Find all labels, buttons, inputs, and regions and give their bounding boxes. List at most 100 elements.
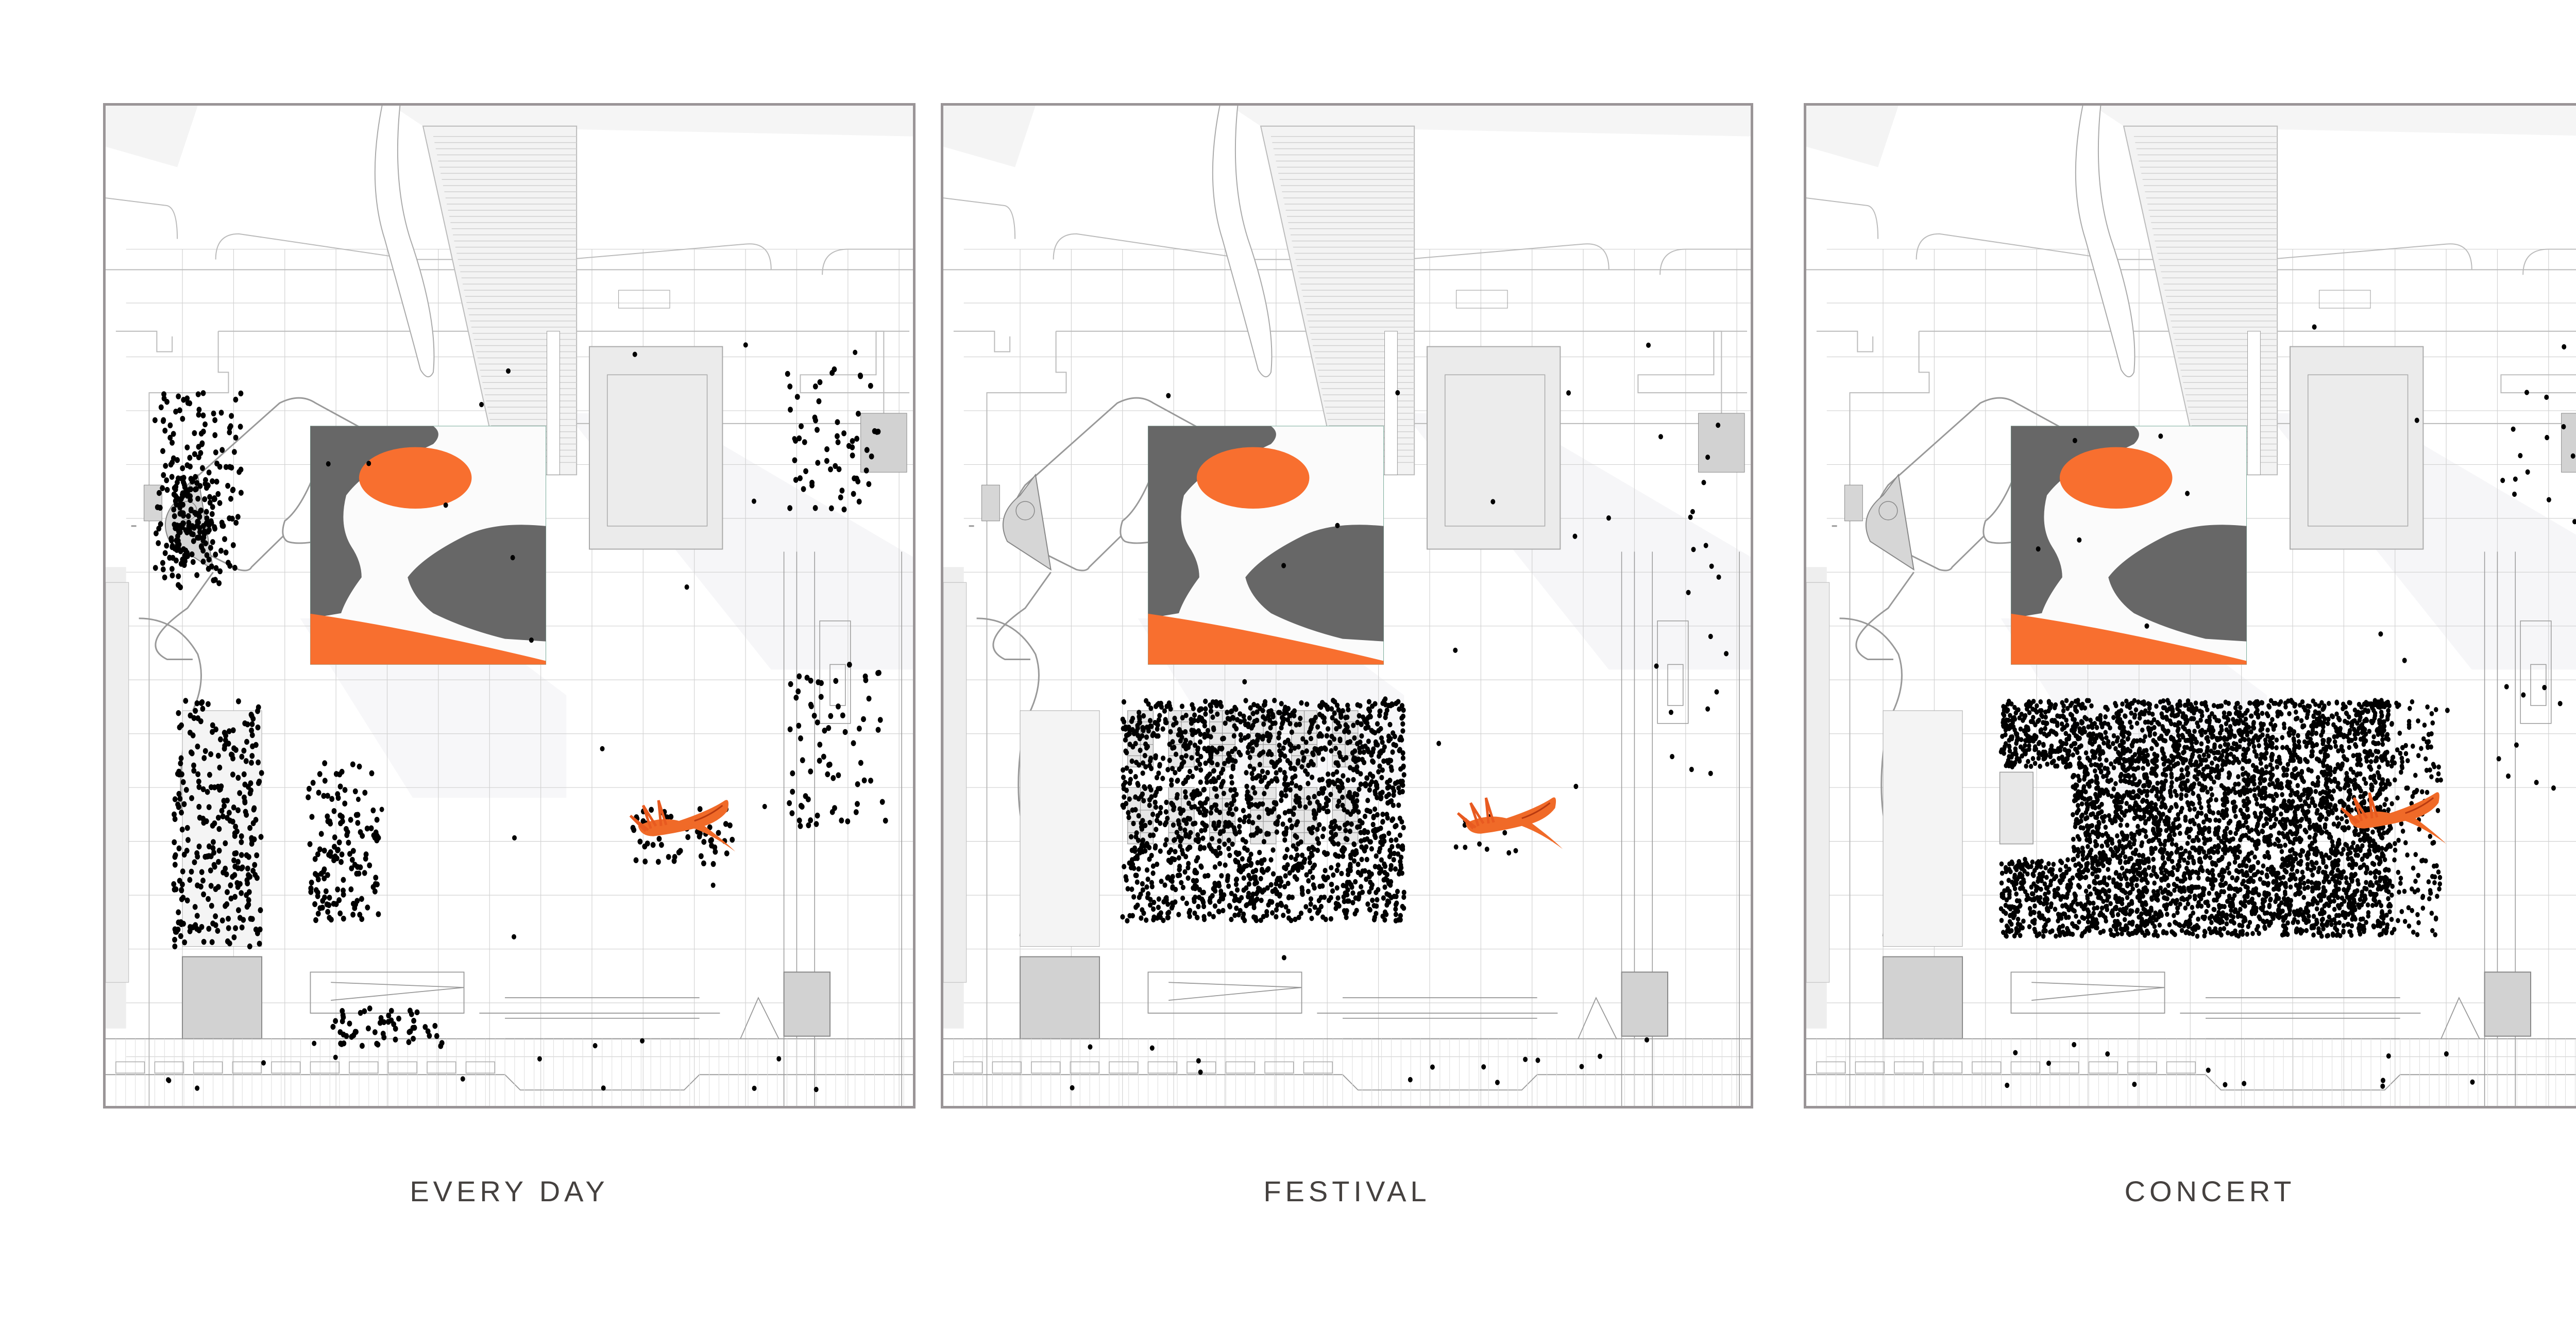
wall-strip: [943, 582, 967, 983]
panel-festival: [941, 103, 1753, 1108]
orange-sculpture: [629, 800, 736, 852]
wall: [2247, 331, 2261, 475]
festival-crowd: [1120, 697, 1406, 924]
right-structures: [783, 551, 902, 1106]
kiosk: [2561, 413, 2576, 473]
benches: [953, 1061, 1333, 1074]
paving-lines: [115, 1038, 904, 1106]
people-west-grove: [171, 698, 264, 950]
site-plan-concert: [1806, 106, 2576, 1106]
pavilion-block: [1020, 956, 1100, 1039]
paving-lines: [953, 1038, 1742, 1106]
people-east-terrace: [787, 662, 888, 829]
wall: [1384, 331, 1398, 475]
site-plan-festival: [943, 106, 1751, 1106]
bench: [1456, 290, 1508, 309]
people-amphitheater: [170, 477, 215, 565]
pavilion-block: [1883, 956, 1963, 1039]
pavilion-block: [1621, 971, 1669, 1037]
concert-crowd: [1998, 698, 2443, 939]
shadow-plane: [943, 106, 1036, 167]
label-festival: FESTIVAL: [1263, 1175, 1431, 1207]
orange-pool: [2059, 447, 2173, 509]
curved-walkway: [1212, 106, 1273, 378]
grove-bed: [1883, 710, 1963, 947]
panel-concert: [1804, 103, 2576, 1108]
right-structures: [2484, 551, 2552, 1106]
site-plan-every-day: [106, 106, 913, 1106]
label-every-day: EVERY DAY: [410, 1175, 609, 1207]
panel-every-day: [103, 103, 916, 1108]
pavilion-block: [783, 971, 831, 1037]
water-feature: [2010, 426, 2247, 665]
people-east-terrace: [2496, 390, 2576, 791]
promenade-people: [2005, 1042, 2475, 1089]
stair-pier: [2123, 125, 2278, 476]
curved-walkway: [2075, 106, 2136, 378]
orange-sculpture: [2340, 792, 2447, 844]
orange-pool: [1196, 447, 1310, 509]
stair-pier: [422, 125, 578, 476]
water-feature: [1147, 426, 1384, 665]
orange-pool: [359, 447, 472, 509]
fountain-circle: [1878, 501, 1898, 520]
shadow-plane: [1806, 106, 1899, 167]
bench: [618, 290, 670, 309]
water-feature: [310, 426, 547, 665]
people-south-garden: [330, 1005, 445, 1049]
orange-pool-lower: [2011, 613, 2247, 665]
people-east-terrace: [1654, 422, 1729, 776]
wall: [547, 331, 560, 475]
kiosk: [1844, 484, 1863, 522]
wall-strip: [106, 582, 129, 983]
shadow-plane: [2093, 106, 2576, 136]
shadow-plane: [392, 106, 913, 137]
plaza-inner: [607, 374, 708, 527]
pavilion-block: [2484, 971, 2532, 1037]
amphitheater: [1866, 473, 1915, 571]
dark-lawn-east: [1245, 525, 1384, 642]
fountain-circle: [178, 501, 197, 520]
stair-pier: [1260, 125, 1415, 476]
pavilion-block: [182, 956, 263, 1039]
base-plan: [1806, 106, 2576, 1106]
orange-pool-lower: [310, 613, 546, 665]
grove-bed: [1020, 710, 1100, 947]
promenade-people: [1070, 1037, 1649, 1091]
stair-treads: [433, 136, 577, 463]
orange-pool-lower: [1148, 613, 1384, 665]
shadow-plane: [106, 106, 198, 167]
kiosk: [860, 413, 907, 473]
curved-walkway: [374, 106, 435, 378]
shadow-plane: [1230, 106, 1751, 137]
dark-lawn-east: [408, 525, 546, 642]
plaza-inner: [1445, 374, 1546, 527]
scattered-people: [326, 342, 858, 940]
paving-lines: [1816, 1038, 2575, 1106]
amphitheater: [1003, 473, 1052, 571]
concert-stage: [1999, 771, 2033, 845]
orange-sculpture: [1456, 797, 1563, 849]
dark-lawn-west: [2011, 426, 2139, 618]
kiosk: [1698, 413, 1745, 473]
promenade-people: [166, 1038, 819, 1093]
benches: [115, 1061, 495, 1074]
stair-treads: [1270, 136, 1415, 463]
dark-lawn-east: [2108, 525, 2247, 642]
benches: [1816, 1061, 2196, 1074]
dark-lawn-west: [310, 426, 438, 618]
dark-lawn-west: [1148, 426, 1276, 618]
wall-strip: [1806, 582, 1830, 983]
right-structures: [1621, 551, 1740, 1106]
label-concert: CONCERT: [2124, 1175, 2296, 1207]
stair-treads: [2133, 136, 2278, 463]
people-tree-grid: [306, 760, 381, 923]
bench: [2319, 290, 2371, 309]
people-east-benches: [785, 366, 881, 513]
base-plan: [106, 106, 913, 1106]
plaza-inner: [2308, 374, 2409, 527]
base-plan: [943, 106, 1751, 1106]
scattered-people: [2036, 324, 2567, 896]
kiosk: [981, 484, 1000, 522]
fountain-circle: [1015, 501, 1035, 520]
